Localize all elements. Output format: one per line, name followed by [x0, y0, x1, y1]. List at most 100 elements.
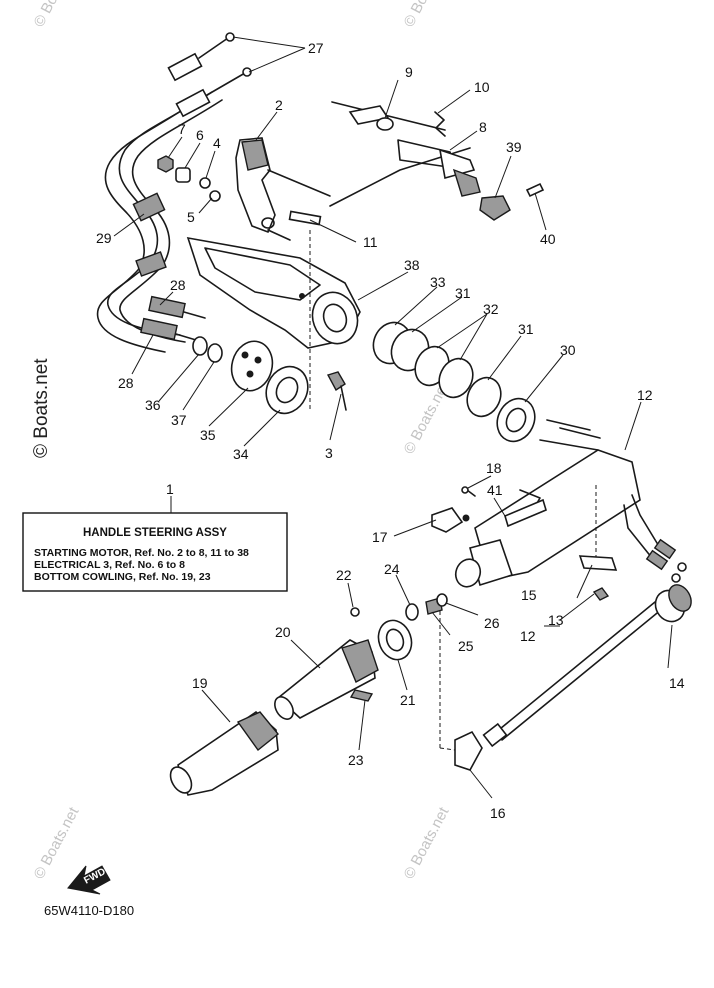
callout-6: 6	[196, 127, 204, 143]
screw-23	[349, 689, 374, 702]
callout-14: 14	[669, 675, 685, 691]
switch-17	[431, 486, 547, 533]
callout-23: 23	[348, 752, 364, 768]
note-line: BOTTOM COWLING, Ref. No. 19, 23	[34, 571, 211, 583]
callout-4: 4	[213, 135, 221, 151]
fasteners-4-7	[157, 155, 221, 202]
callout-25: 25	[458, 638, 474, 654]
callout-24: 24	[384, 561, 400, 577]
clip-39	[479, 195, 511, 221]
fwd-arrow: FWD	[67, 865, 111, 895]
callout-9: 9	[405, 64, 413, 80]
callout-33: 33	[430, 274, 446, 290]
callout-3: 3	[325, 445, 333, 461]
cable-end-27-upper	[167, 52, 203, 82]
grip-assembly	[169, 593, 448, 796]
cable-end-27-lower	[175, 88, 211, 118]
callouts: 27 2 9 10 8 39 40 7 6 4 5 11 29 28 38 33…	[96, 40, 685, 821]
callout-15: 15	[521, 587, 537, 603]
callout-11: 11	[363, 234, 378, 250]
callout-5: 5	[187, 209, 195, 225]
callout-35: 35	[200, 427, 216, 443]
cable-end-28-upper	[148, 295, 186, 319]
callout-2: 2	[275, 97, 283, 113]
pin-18	[461, 486, 469, 494]
callout-19: 19	[192, 675, 208, 691]
callout-32: 32	[483, 301, 499, 317]
screw-22	[350, 607, 360, 617]
cable-sleeve-29	[132, 192, 166, 222]
callout-28-upper: 28	[170, 277, 186, 293]
spacer-34	[265, 365, 309, 415]
collar-6	[175, 167, 191, 183]
control-cables	[96, 32, 252, 353]
washer-stack	[265, 321, 536, 443]
link-rod-assembly	[267, 101, 545, 241]
washer-24	[405, 603, 419, 621]
fwd-arrow-icon	[67, 865, 111, 895]
bolt-13	[592, 587, 610, 601]
strip-41	[504, 498, 547, 528]
collar-21	[377, 619, 413, 661]
callout-20: 20	[275, 624, 291, 640]
callout-7: 7	[178, 121, 186, 137]
pin-40	[525, 182, 545, 198]
callout-39: 39	[506, 139, 522, 155]
callout-38: 38	[404, 257, 420, 273]
callout-22: 22	[336, 567, 352, 583]
collar-36	[192, 336, 208, 356]
callout-28-lower: 28	[118, 375, 134, 391]
nut-7	[157, 155, 174, 173]
clamp-16	[454, 730, 483, 771]
watermark: © Boats.net	[31, 804, 83, 882]
note-line: ELECTRICAL 3, Ref. No. 6 to 8	[34, 559, 185, 571]
side-watermark: © Boats.net	[31, 358, 52, 458]
throttle-shaft-14	[482, 584, 692, 748]
callout-34: 34	[233, 446, 249, 462]
cable-sleeve	[135, 251, 167, 277]
leader-lines	[113, 36, 673, 799]
collar-37	[207, 343, 223, 363]
callout-37: 37	[171, 412, 187, 428]
callout-21: 21	[400, 692, 416, 708]
callout-36: 36	[145, 397, 161, 413]
callout-18: 18	[486, 460, 502, 476]
washer-26	[436, 593, 448, 607]
washer-4	[199, 177, 211, 189]
note-line: STARTING MOTOR, Ref. No. 2 to 8, 11 to 3…	[34, 547, 249, 559]
callout-12-secondary: 12	[520, 628, 536, 644]
watermark: © Boats.net	[401, 804, 453, 882]
callout-8: 8	[479, 119, 487, 135]
callout-29: 29	[96, 230, 112, 246]
callout-27: 27	[308, 40, 324, 56]
callout-13: 13	[548, 612, 564, 628]
callout-31-upper: 31	[455, 285, 471, 301]
callout-10: 10	[474, 79, 490, 95]
plate-15	[578, 555, 618, 571]
callout-16: 16	[490, 805, 506, 821]
callout-40: 40	[540, 231, 556, 247]
watermark: © Boats.net	[401, 0, 453, 30]
grommet-assembly	[192, 336, 274, 392]
watermark: © Boats.net	[31, 0, 83, 30]
callout-26: 26	[484, 615, 500, 631]
washer-32-b	[438, 357, 474, 399]
callout-12: 12	[637, 387, 653, 403]
diagram-code: 65W4110-D180	[44, 903, 134, 918]
bolt-3	[326, 371, 347, 411]
note-box: HANDLE STEERING ASSY STARTING MOTOR, Ref…	[22, 512, 288, 592]
note-title: HANDLE STEERING ASSY	[83, 527, 227, 539]
cable-end-28-lower	[140, 317, 178, 341]
callout-30: 30	[560, 342, 576, 358]
washer-31-b	[466, 376, 502, 418]
callout-31-lower: 31	[518, 321, 534, 337]
spacer-30	[496, 397, 536, 443]
steering-handle-12	[454, 419, 687, 588]
callout-17: 17	[372, 529, 388, 545]
callout-41: 41	[487, 482, 503, 498]
callout-1: 1	[166, 481, 174, 497]
starter-housing-38	[186, 230, 361, 410]
washer-5	[209, 190, 221, 202]
start-lever-2	[235, 137, 276, 234]
